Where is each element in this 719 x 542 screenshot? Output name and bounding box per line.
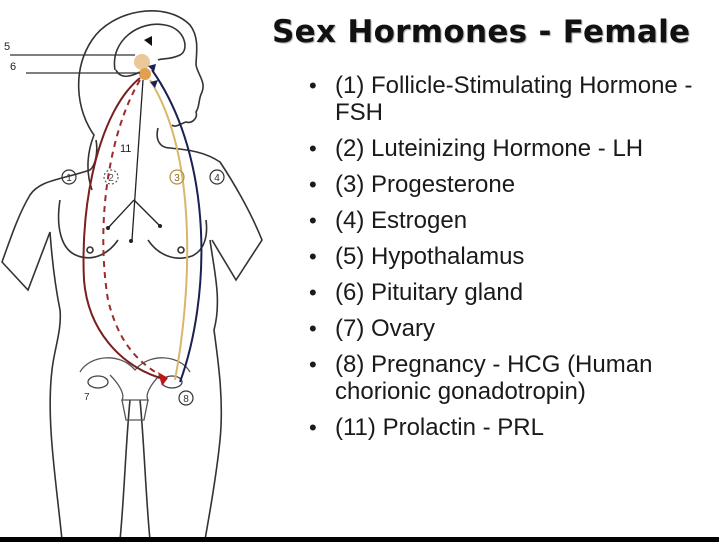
bullet-icon: • — [309, 316, 317, 341]
bullet-icon: • — [309, 280, 317, 305]
legend-text: (7) Ovary — [335, 315, 436, 342]
label-pregnancy: 8 — [178, 390, 194, 406]
label-hypothalamus: 5 — [4, 41, 10, 53]
body-outline — [1, 10, 263, 541]
legend-item: • (5) Hypothalamus — [305, 243, 705, 270]
legend-text: (6) Pituitary gland — [335, 279, 524, 306]
legend-item: • (4) Estrogen — [305, 207, 705, 234]
lh-pathway — [102, 79, 161, 376]
label-estrogen: 4 — [209, 169, 225, 185]
label-ovary: 7 — [84, 392, 90, 403]
hypothalamus-gland — [134, 54, 150, 70]
arrowhead-icon — [148, 64, 156, 72]
legend-item: • (2) Luteinizing Hormone - LH — [305, 135, 705, 162]
svg-text:4: 4 — [214, 173, 220, 184]
uterus — [79, 357, 191, 421]
prolactin-pathway — [107, 79, 161, 241]
hormone-legend: •(1) Follicle-Stimulating Hormone - FSH … — [305, 72, 705, 450]
bullet-icon: • — [309, 208, 317, 233]
legend-text: (1) Follicle-Stimulating Hormone - FSH — [335, 72, 693, 126]
bullet-icon: • — [309, 136, 317, 161]
pituitary-gland — [139, 68, 151, 80]
legend-item: • (8) Pregnancy - HCG (Human chorionic go… — [305, 351, 705, 405]
legend-item: • (11) Prolactin - PRL — [305, 414, 705, 441]
prolactin-target-dot — [158, 224, 162, 228]
legend-item: • (3) Progesterone — [305, 171, 705, 198]
legend-item: • (6) Pituitary gland — [305, 279, 705, 306]
label-progesterone: 3 — [169, 169, 185, 185]
progesterone-pathway — [149, 79, 189, 381]
bullet-icon: • — [309, 415, 317, 440]
legend-text: (11) Prolactin - PRL — [335, 414, 544, 441]
legend-text: (2) Luteinizing Hormone - LH — [335, 135, 644, 162]
legend-item: • (1) Follicle-Stimulating Hormone - FSH — [305, 72, 705, 126]
bullet-icon: • — [309, 172, 317, 197]
legend-text: (3) Progesterone — [335, 171, 516, 198]
svg-text:1: 1 — [66, 173, 72, 184]
feedback-arrow-icon — [144, 36, 152, 46]
arrowhead-icon — [150, 80, 158, 88]
bullet-icon: • — [309, 244, 317, 269]
ovary-left — [87, 375, 109, 389]
label-pituitary: 6 — [10, 61, 16, 73]
bullet-icon: • — [309, 352, 317, 377]
bullet-icon: • — [309, 73, 317, 98]
svg-text:3: 3 — [174, 173, 180, 184]
ovary-highlight — [158, 372, 168, 386]
label-prolactin: 11 — [120, 143, 131, 155]
legend-item: • (7) Ovary — [305, 315, 705, 342]
page-title: Sex Hormones - Female — [272, 14, 691, 50]
estrogen-pathway — [151, 69, 203, 383]
label-fsh: 1 — [61, 169, 77, 185]
svg-text:2: 2 — [108, 173, 114, 184]
legend-text: (5) Hypothalamus — [335, 243, 525, 270]
legend-text: (8) Pregnancy - HCG (Human chorionic gon… — [335, 351, 653, 405]
legend-text: (4) Estrogen — [335, 207, 468, 234]
svg-text:8: 8 — [183, 394, 189, 405]
prolactin-target-dot — [129, 239, 133, 243]
label-lh: 2 — [103, 169, 119, 185]
fsh-pathway — [82, 77, 161, 379]
prolactin-target-dot — [106, 226, 110, 230]
bottom-border — [0, 537, 719, 542]
